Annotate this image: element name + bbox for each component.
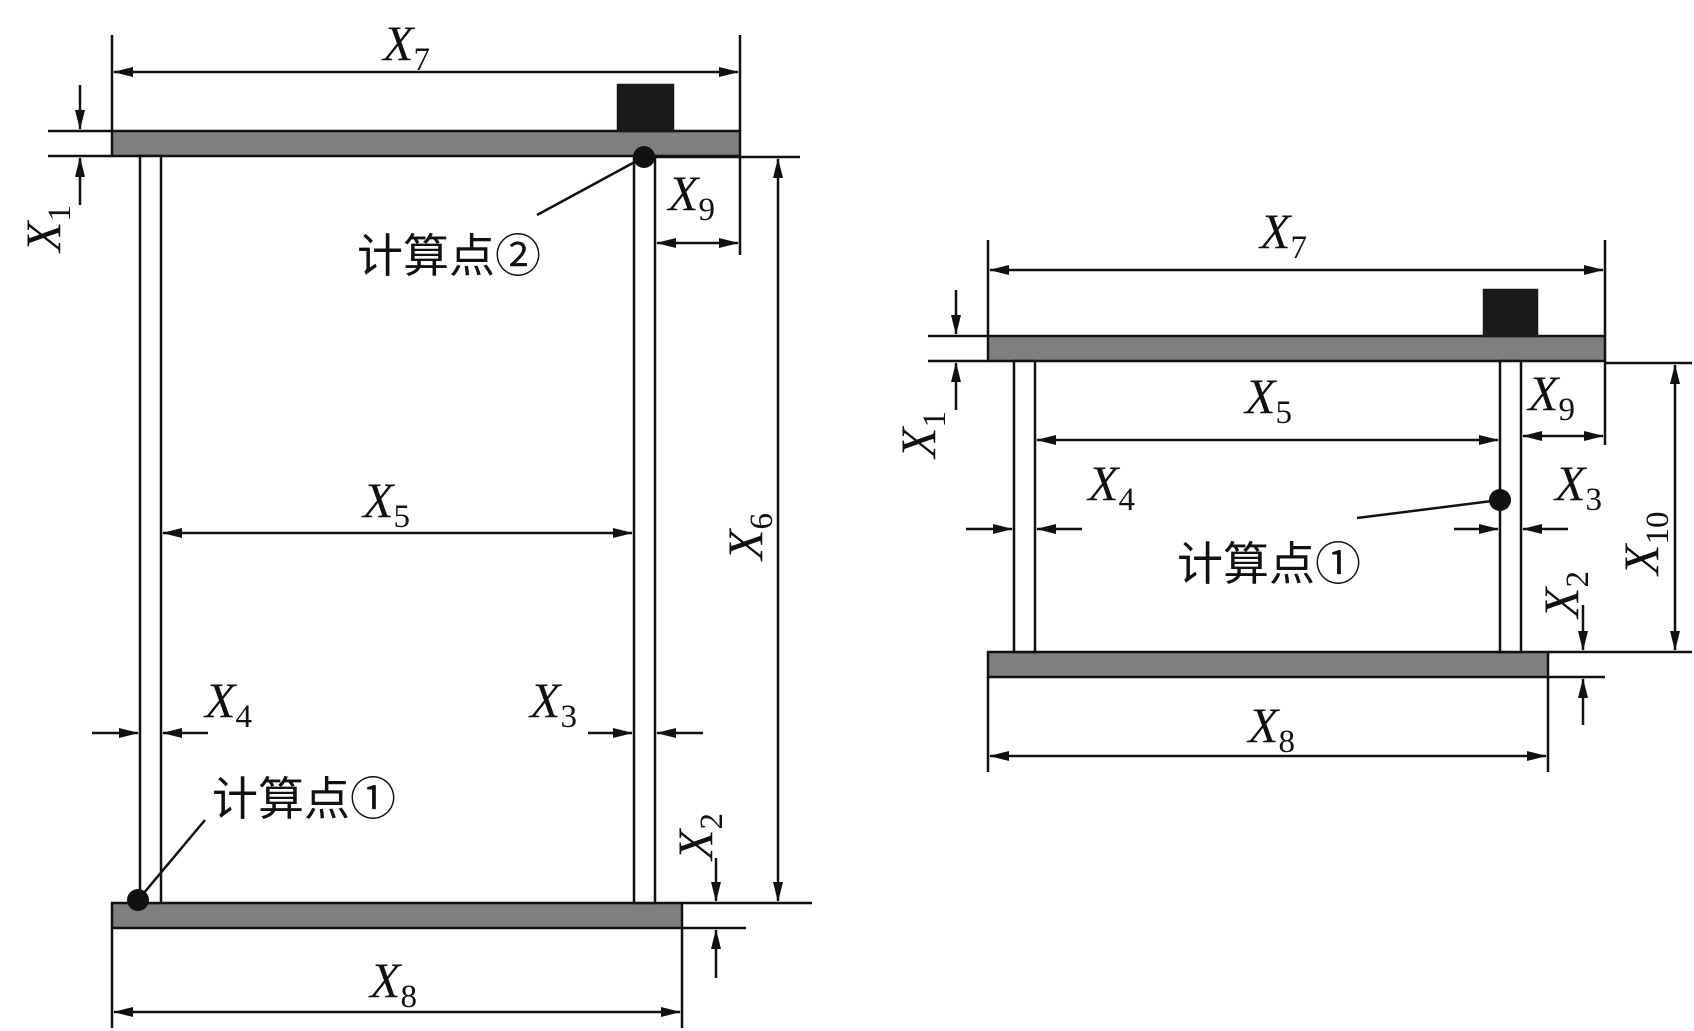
right-frame: [986, 288, 1607, 679]
left-label-x4: X4: [203, 672, 252, 735]
right-label-x5: X5: [1243, 368, 1292, 431]
right-column-left: [1012, 359, 1037, 654]
left-frame: [110, 83, 742, 930]
right-label-x2: X2: [1533, 571, 1596, 620]
right-label-x7: X7: [1258, 203, 1307, 266]
right-top-plate: [986, 334, 1607, 363]
right-leader-point-1: [1356, 498, 1501, 520]
right-load-block: [1482, 288, 1539, 338]
left-calc-point-2-label: 计算点②: [357, 231, 541, 282]
left-label-x9: X9: [666, 165, 715, 228]
right-label-x1: X1: [890, 411, 953, 460]
left-label-x5: X5: [361, 472, 410, 535]
left-label-x1: X1: [15, 205, 78, 254]
left-dimensions: [48, 35, 812, 1028]
right-label-x3: X3: [1553, 455, 1602, 518]
right-label-x4: X4: [1086, 455, 1135, 518]
left-bottom-plate: [110, 901, 684, 930]
left-label-x7: X7: [381, 15, 430, 78]
left-label-x2: X2: [667, 813, 730, 862]
left-calc-point-1-label: 计算点①: [212, 774, 396, 825]
left-label-x3: X3: [528, 672, 577, 735]
right-calc-point-1-label: 计算点①: [1177, 539, 1361, 590]
right-dimensions: [928, 240, 1692, 772]
right-label-x9: X9: [1526, 365, 1575, 428]
right-label-x8: X8: [1246, 697, 1295, 760]
left-label-x8: X8: [368, 952, 417, 1015]
left-leader-point-1: [137, 819, 206, 901]
left-column-right: [632, 154, 657, 905]
left-load-block: [616, 83, 675, 133]
left-column-left: [138, 154, 163, 905]
left-leader-point-2: [536, 155, 645, 217]
left-label-x6: X6: [717, 513, 780, 562]
right-label-x10: X10: [1613, 511, 1676, 577]
right-bottom-plate: [986, 650, 1550, 679]
left-top-plate: [110, 129, 742, 158]
